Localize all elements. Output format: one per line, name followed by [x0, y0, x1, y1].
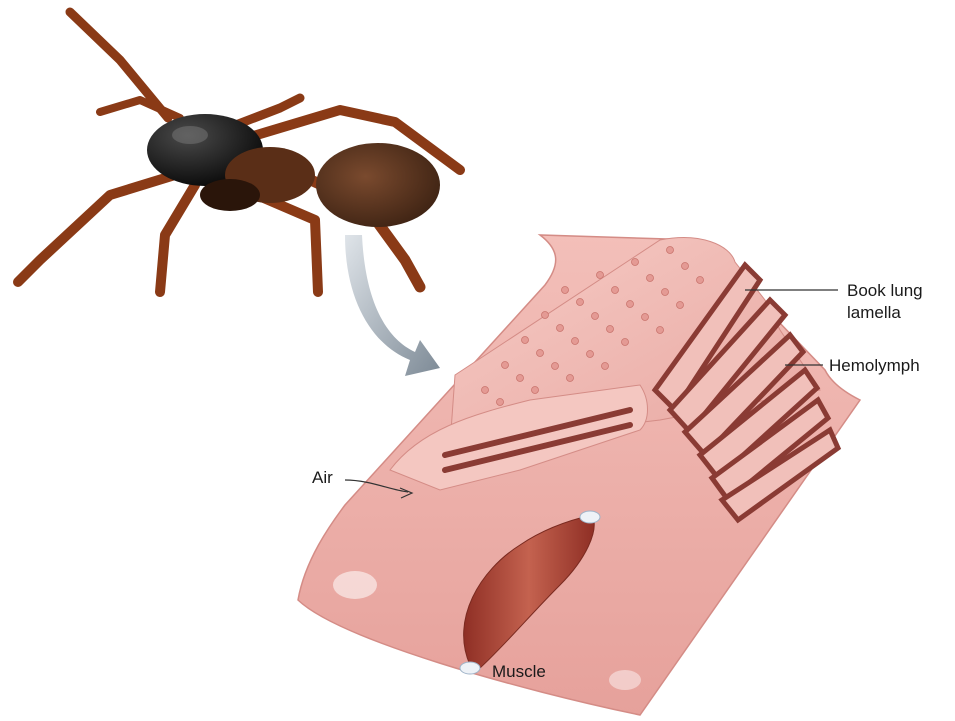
spider-abdomen [316, 143, 440, 227]
label-air: Air [312, 468, 333, 487]
label-hemolymph: Hemolymph [829, 356, 920, 375]
label-book-lung-lamella-line2: lamella [847, 303, 901, 322]
pointer-arrow [345, 235, 440, 376]
spider-illustration [18, 12, 460, 292]
label-muscle: Muscle [492, 662, 546, 681]
book-lung-section [298, 235, 860, 715]
label-book-lung-lamella-line1: Book lung [847, 281, 923, 300]
